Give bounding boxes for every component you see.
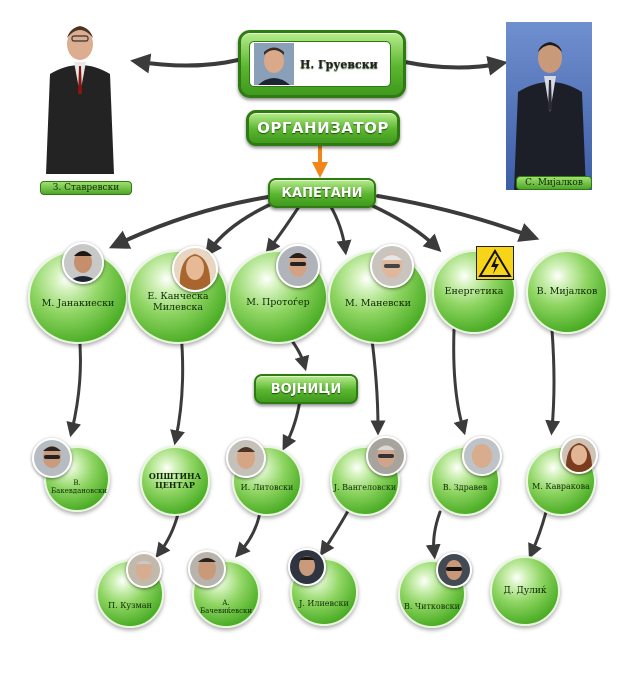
arrow-captain-5 xyxy=(360,199,442,253)
captain-name: М. Маневски xyxy=(344,297,412,309)
arrow-captain-1 xyxy=(108,195,270,249)
arrow-soldier-2 xyxy=(170,330,185,446)
captain-name: В. Мијалков xyxy=(536,285,598,297)
captain-janakieski: М. Јанакиески xyxy=(28,250,128,344)
high-voltage-warning-icon xyxy=(476,246,514,280)
manevski-face xyxy=(370,244,414,288)
bakevdanovski-face xyxy=(32,438,72,478)
bottom-name: Ј. Илиевски xyxy=(299,599,349,609)
captains-label: КАПЕТАНИ xyxy=(268,178,376,208)
soldier-name: М. Кавракова xyxy=(532,482,590,492)
soldier-name: Ј. Вангеловски xyxy=(333,483,397,493)
arrow-captain-2 xyxy=(204,199,280,258)
protoger-face xyxy=(276,244,320,288)
organizer-label: ОРГАНИЗАТОР xyxy=(246,110,400,146)
arrow-to-stavrevski xyxy=(130,53,240,74)
arrow-captain-6 xyxy=(376,194,540,242)
gruevski-photo xyxy=(254,43,294,85)
arrow-bottom-2 xyxy=(235,510,262,558)
bottom-name: П. Кузман xyxy=(108,601,152,611)
stavrevski-label: З. Ставревски xyxy=(40,181,132,195)
arrow-captain-3 xyxy=(265,203,302,255)
gruevski-inner: Н. Груевски xyxy=(249,41,391,87)
arrow-soldier-5 xyxy=(452,328,469,436)
mijalkov-photo xyxy=(506,22,592,190)
captain-name: Енергетика xyxy=(444,285,504,297)
kavrakova-face xyxy=(560,436,598,474)
arrow-to-mijalkov xyxy=(403,55,508,76)
captain-v-mijalkov: В. Мијалков xyxy=(526,250,608,334)
ilievski-face xyxy=(288,548,326,586)
arrow-soldier-3 xyxy=(282,398,302,451)
soldiers-label: ВОЈНИЦИ xyxy=(254,374,358,404)
litovski-face xyxy=(226,438,266,478)
soldier-name: В. Бакевдановски xyxy=(51,478,108,495)
arrow-soldier-4 xyxy=(369,330,386,436)
arrow-bottom-4 xyxy=(425,510,442,560)
arrow-soldier-6 xyxy=(545,328,561,436)
bottom-name: А. Бачевиќевски xyxy=(199,598,253,615)
arrow-bottom-1 xyxy=(155,512,180,559)
soldier-name: ОПШТИНА ЦЕНТАР xyxy=(148,470,202,490)
stavrevski-photo xyxy=(32,14,128,182)
mijalkov-label: С. Мијалков xyxy=(516,176,592,190)
captain-name: М. Протоѓер xyxy=(246,296,310,308)
arrow-soldier-1 xyxy=(66,330,82,438)
captain-name: М. Јанакиески xyxy=(41,297,115,309)
arrow-bottom-5 xyxy=(528,510,548,559)
bottom-dulikj: Д. Дулиќ xyxy=(490,556,560,626)
arrow-bottom-3 xyxy=(319,509,350,557)
soldier-opstina-centar: ОПШТИНА ЦЕНТАР xyxy=(140,446,210,516)
chitkovski-face xyxy=(436,552,472,588)
vangelovski-face xyxy=(366,436,406,476)
soldier-name: И. Литовски xyxy=(240,483,294,493)
bachevikjevski-face xyxy=(188,550,226,588)
gruevski-box: Н. Груевски xyxy=(238,30,406,98)
bottom-name: Д. Дулиќ xyxy=(503,585,547,596)
bottom-name: В. Читковски xyxy=(403,602,461,612)
kanceska-face xyxy=(172,246,218,292)
soldier-name: В. Здравев xyxy=(442,483,488,493)
zdravev-face xyxy=(462,436,502,476)
kuzman-face xyxy=(126,552,162,588)
captain-name: Е. Канческа Милевска xyxy=(147,291,209,313)
arrow-captain-4 xyxy=(328,203,352,256)
janakieski-face xyxy=(62,242,104,284)
gruevski-name: Н. Груевски xyxy=(300,58,378,71)
